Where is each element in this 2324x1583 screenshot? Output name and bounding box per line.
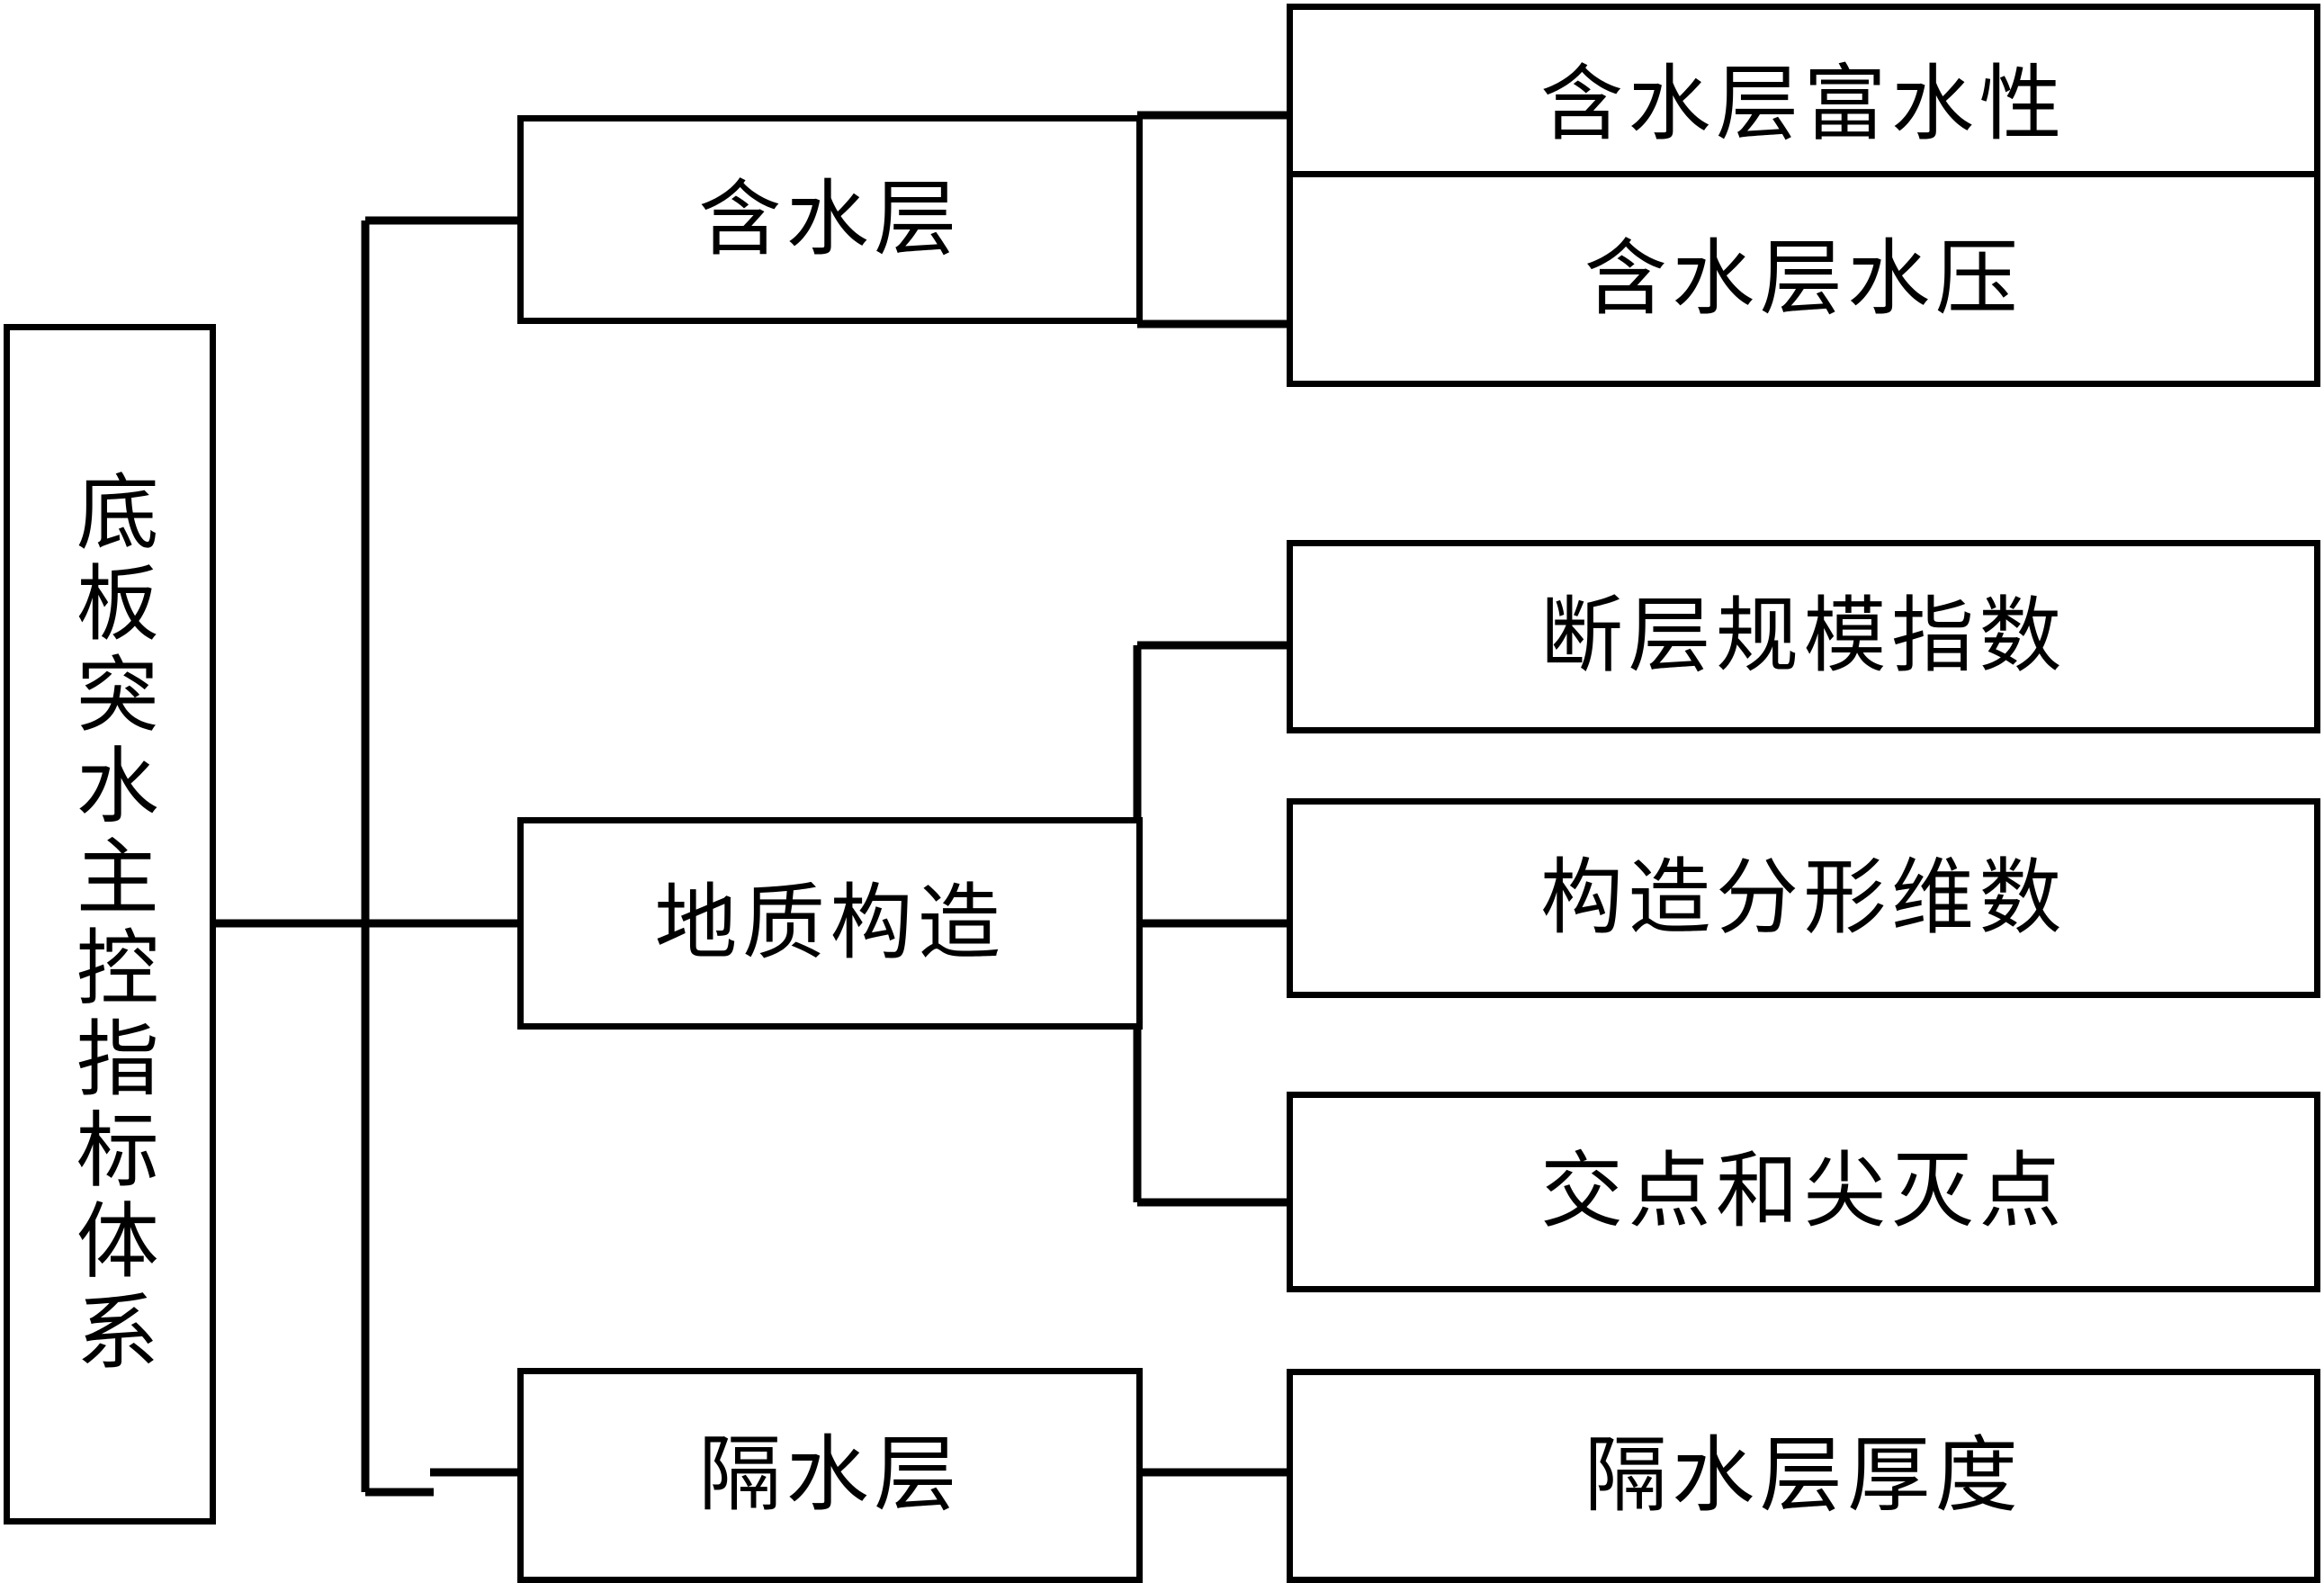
root-node-label: 底板突水主控指标体系 bbox=[62, 469, 159, 1380]
leaf-node-aquiclude-thickness[interactable]: 隔水层厚度 bbox=[1287, 1369, 2320, 1583]
root-node[interactable]: 底板突水主控指标体系 bbox=[4, 324, 216, 1525]
leaf-node-aquifer-water-abundance-label: 含水层富水性 bbox=[1539, 56, 2068, 153]
leaf-node-aquifer-water-pressure[interactable]: 含水层水压 bbox=[1287, 171, 2320, 387]
leaf-node-fault-scale-index[interactable]: 断层规模指数 bbox=[1287, 540, 2320, 733]
leaf-node-structure-fractal-dimension-label: 构造分形维数 bbox=[1539, 849, 2068, 946]
branch-node-aquiclude[interactable]: 隔水层 bbox=[517, 1368, 1143, 1583]
branch-node-aquiclude-label: 隔水层 bbox=[698, 1426, 962, 1524]
branch-node-geologic-structure-label: 地质构造 bbox=[654, 874, 1006, 971]
branch-node-aquifer-label: 含水层 bbox=[698, 170, 962, 267]
leaf-node-fault-scale-index-label: 断层规模指数 bbox=[1539, 588, 2068, 685]
leaf-node-aquiclude-thickness-label: 隔水层厚度 bbox=[1584, 1426, 2023, 1524]
leaf-node-structure-fractal-dimension[interactable]: 构造分形维数 bbox=[1287, 798, 2320, 998]
leaf-node-intersection-and-pinchout-points-label: 交点和尖灭点 bbox=[1539, 1143, 2068, 1240]
leaf-node-intersection-and-pinchout-points[interactable]: 交点和尖灭点 bbox=[1287, 1092, 2320, 1292]
leaf-node-aquifer-water-pressure-label: 含水层水压 bbox=[1584, 229, 2023, 327]
branch-node-aquifer[interactable]: 含水层 bbox=[517, 115, 1143, 324]
branch-node-geologic-structure[interactable]: 地质构造 bbox=[517, 817, 1143, 1030]
